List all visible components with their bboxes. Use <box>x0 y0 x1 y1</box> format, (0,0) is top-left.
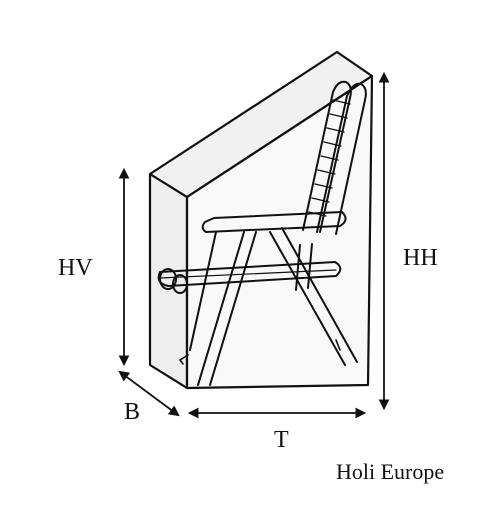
b-arrow <box>118 370 180 417</box>
b-label: B <box>124 399 140 425</box>
hh-label: HH <box>403 245 438 271</box>
hv-label: HV <box>58 255 93 281</box>
chair-illustration <box>157 80 367 386</box>
dimension-arrows <box>118 71 390 419</box>
t-label: T <box>274 427 289 453</box>
brand-label: Holi Europe <box>336 459 444 484</box>
